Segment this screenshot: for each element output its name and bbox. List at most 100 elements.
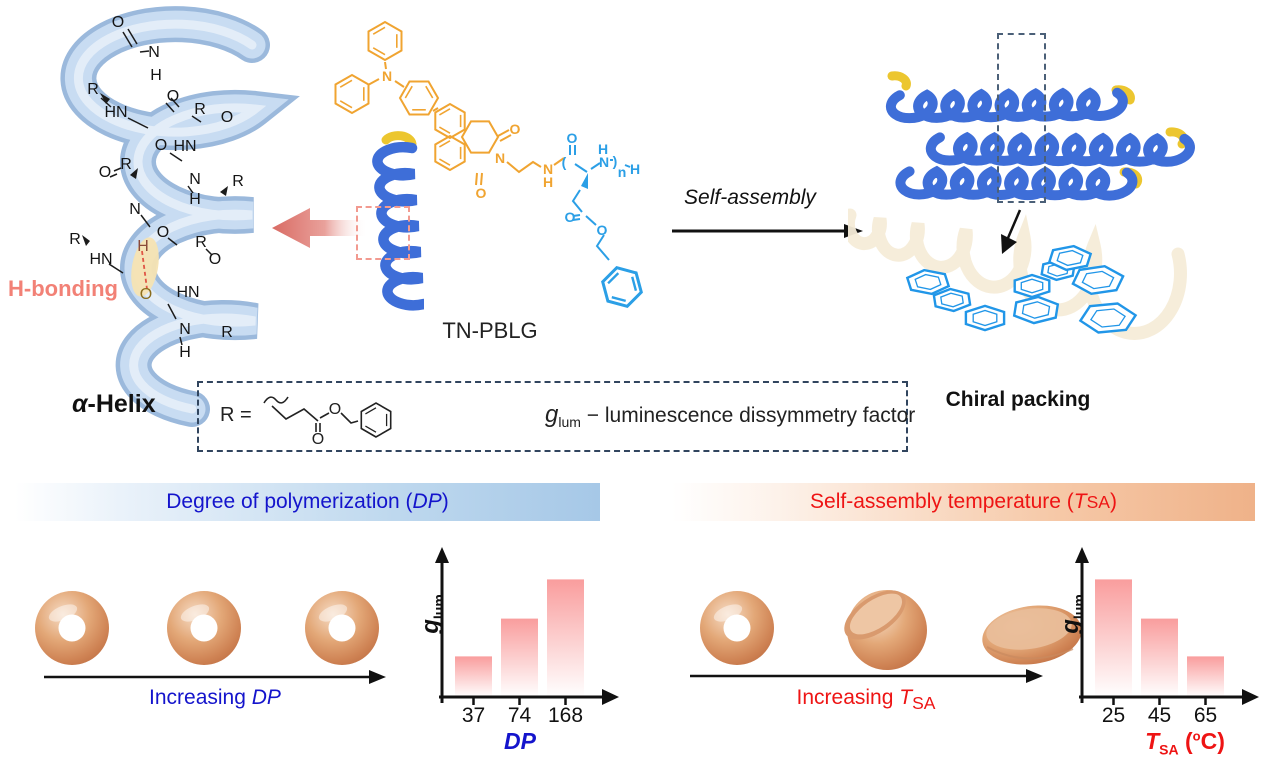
single-helix-cartoon (372, 131, 424, 311)
x-axis-arrowhead (1242, 689, 1259, 705)
glum-vs-tsa-chart: 25 45 65 (1075, 547, 1259, 727)
x-axis-arrowhead (602, 689, 619, 705)
glum-axis-label-dp: glum (417, 582, 447, 646)
atom-label: H (597, 141, 609, 157)
dp-banner-suffix: ) (441, 490, 449, 513)
dp-xaxis-label: DP (455, 728, 585, 755)
increasing-dp-arrow (44, 670, 386, 684)
atom-label: O (475, 185, 487, 201)
bar-45 (1141, 618, 1178, 697)
atom-label: R (232, 173, 244, 190)
atom-label: H (629, 161, 641, 177)
tick-label: 25 (1102, 704, 1125, 727)
tick-label: 65 (1194, 704, 1217, 727)
glum-axis-label-tsa: glum (1057, 582, 1087, 646)
self-assembly-arrow (672, 224, 863, 238)
stereo-wedges (82, 93, 228, 246)
toroid-small (35, 591, 109, 665)
increasing-dp-label: Increasing DP (40, 686, 390, 710)
open-bowl-shape (844, 590, 927, 670)
increasing-tsa-label: Increasing TSA (686, 686, 1046, 714)
chiral-packed-rings (905, 244, 1138, 334)
atom-label: H (137, 238, 149, 255)
atom-label: N (189, 171, 201, 188)
atom-label: H (179, 344, 191, 361)
increasing-tsa-variable: T (899, 686, 913, 709)
increasing-tsa-subscript: SA (912, 693, 936, 714)
atom-label: O (166, 88, 180, 105)
left-pink-arrow (272, 208, 368, 248)
toroid-shape (700, 591, 774, 665)
attachment-squiggle (263, 396, 289, 404)
tick-label: 45 (1148, 704, 1171, 727)
atom-label: n (617, 164, 627, 180)
glum-g: g (417, 619, 444, 634)
atom-label: O (596, 222, 608, 238)
atom-label: O (154, 137, 168, 154)
dp-banner: Degree of polymerization (DP) (15, 483, 600, 521)
toroid-row-dp (35, 591, 379, 665)
y-axis-arrowhead (1075, 547, 1089, 563)
chiral-packing-label: Chiral packing (945, 388, 1091, 411)
atom-label: O (208, 251, 222, 268)
helix-bundle (885, 71, 1195, 201)
atom-label: R (120, 156, 132, 173)
ribbon-highlight (73, 19, 267, 414)
tsa-banner-suffix: ) (1109, 490, 1117, 513)
atom-label: N (494, 150, 506, 166)
toroid-medium (167, 591, 241, 665)
increasing-dp-prefix: Increasing (149, 686, 252, 709)
orange-bonds (367, 61, 565, 186)
dp-banner-prefix: Degree of polymerization ( (166, 490, 413, 513)
atom-label: O (111, 14, 125, 31)
h-bond-dashed-line (141, 250, 148, 290)
backbone-bonds (100, 28, 213, 346)
tsa-banner-variable: T (1073, 490, 1087, 513)
tsa-xaxis-subscript: SA (1159, 741, 1179, 758)
benzene-ring-cloud (905, 244, 1138, 334)
triphenylamine-naphthalimide-rings (334, 20, 500, 172)
glum-sub: lum (430, 594, 447, 620)
collapsed-disc-shape (982, 605, 1082, 665)
glum-symbol: g (545, 401, 559, 428)
morphology-row-tsa (700, 590, 1082, 670)
glum-g: g (1057, 619, 1084, 634)
atom-label: HN (104, 104, 128, 121)
tsa-xaxis-variable: T (1145, 728, 1160, 754)
atom-label: R (221, 324, 233, 341)
atom-label: O (139, 286, 153, 303)
alpha-helix-ribbon (60, 6, 301, 427)
bars (1095, 579, 1224, 697)
atom-label: N (129, 201, 141, 218)
atom-label: H (189, 191, 201, 208)
atom-label: O (156, 224, 170, 241)
tsa-unit-close: C) (1200, 728, 1225, 754)
packing-zoom-dashed-box (997, 33, 1046, 203)
atom-label: HN (173, 138, 197, 155)
alpha-helix-label: α-Helix (72, 390, 156, 419)
increasing-tsa-prefix: Increasing (796, 686, 900, 709)
atom-label: ) (612, 153, 618, 169)
stereo-wedge-blue (581, 173, 588, 189)
atom-label: HN (176, 284, 200, 301)
bar-25 (1095, 579, 1132, 697)
bar-168 (547, 579, 584, 697)
fragment-phenyl-ring (360, 402, 392, 438)
helix-yellow-tip (381, 131, 417, 149)
glum-subscript: lum (558, 414, 581, 431)
bar-37 (455, 656, 492, 697)
x-tick-labels: 25 45 65 (1102, 697, 1217, 727)
atom-label: N (542, 161, 554, 177)
atom-label: R (87, 81, 99, 98)
atom-label: N (148, 44, 160, 61)
self-assembly-label: Self-assembly (684, 186, 816, 209)
tn-pblg-structure (334, 20, 643, 308)
atom-label: N (381, 68, 393, 84)
increasing-dp-variable: DP (251, 686, 281, 709)
